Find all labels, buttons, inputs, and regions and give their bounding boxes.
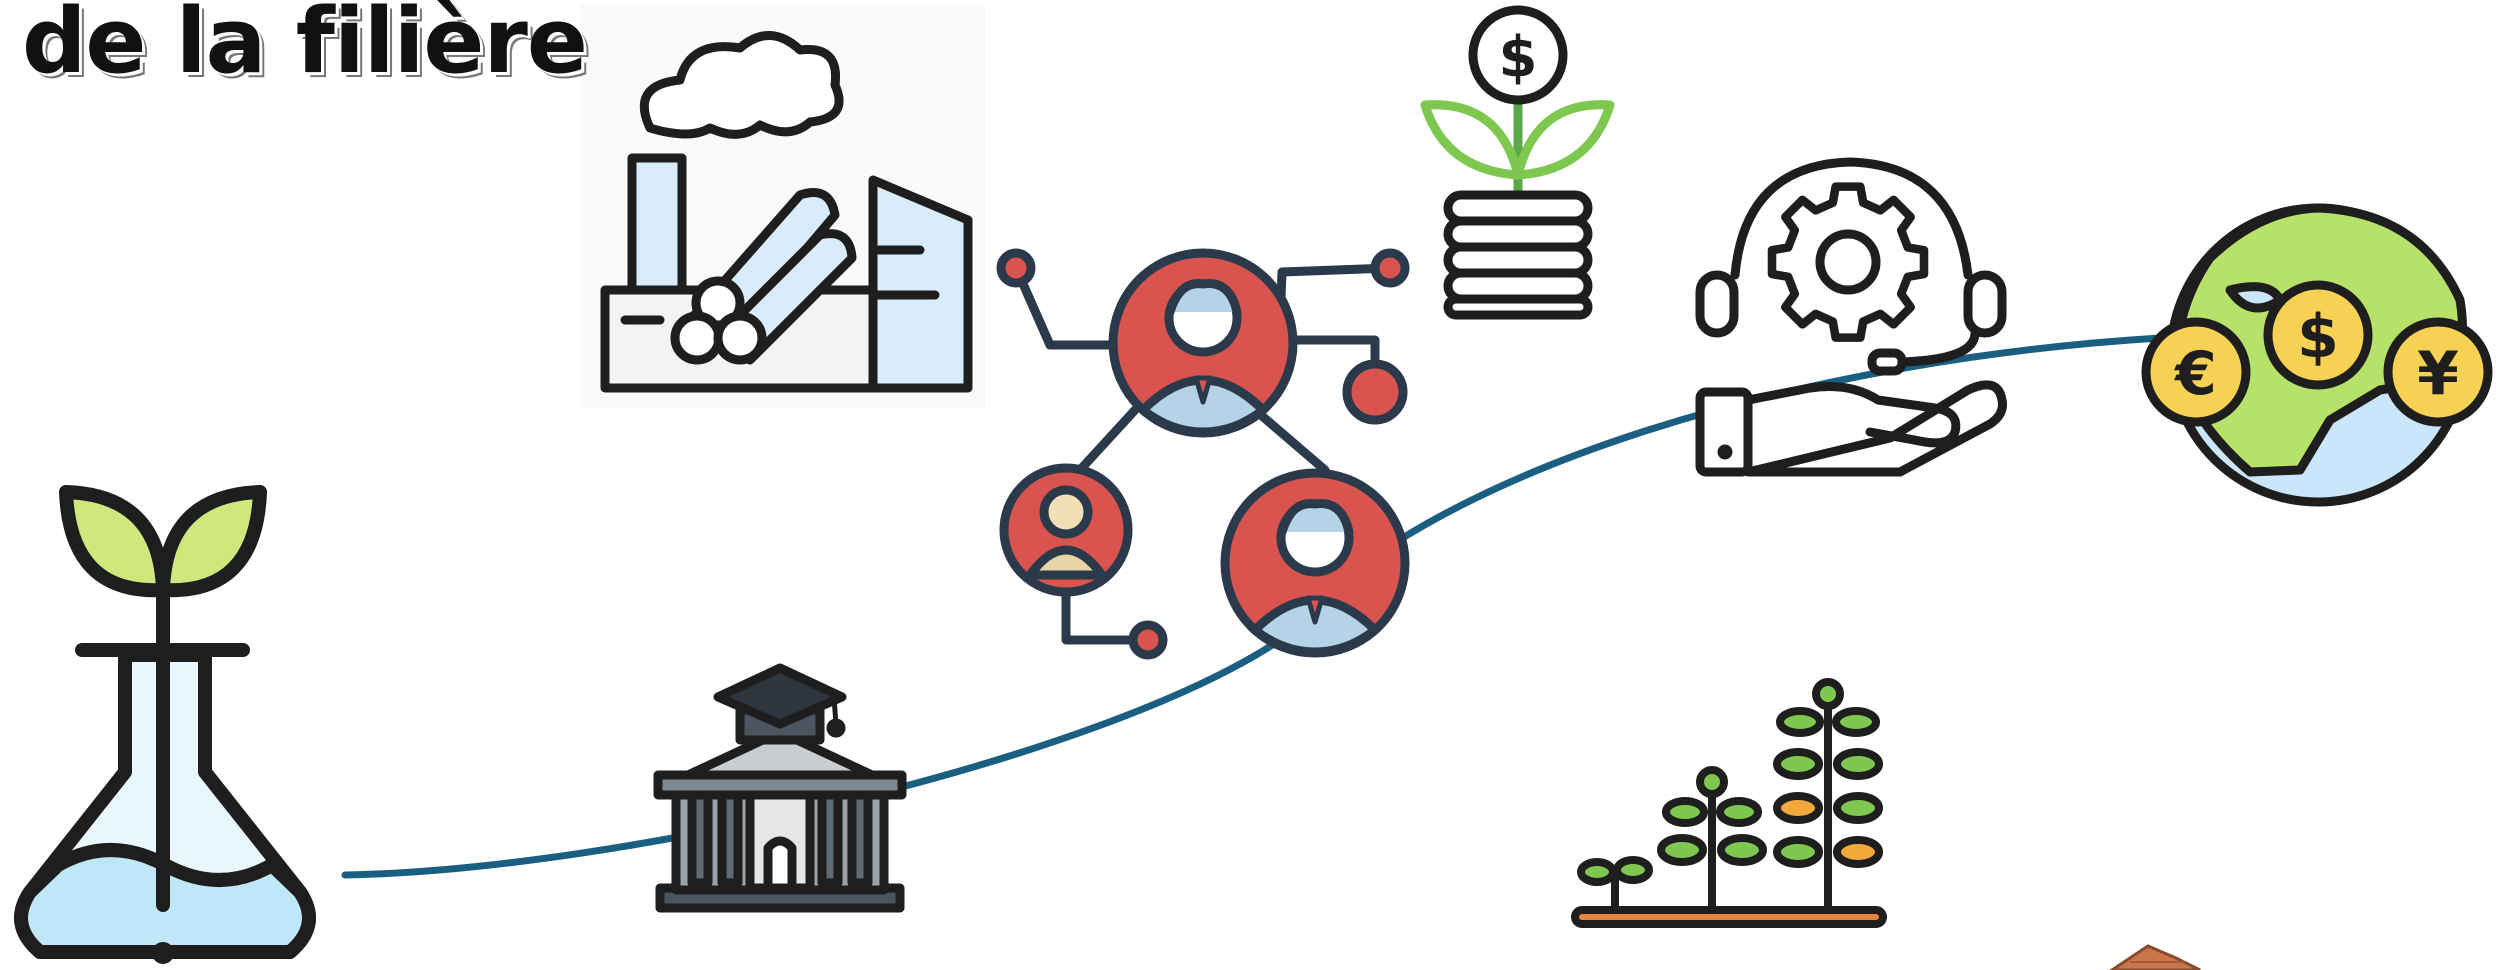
wood-plank-icon: [2109, 944, 2201, 970]
flask-seedling-icon: [14, 485, 316, 964]
support-hand-gear-icon: [1695, 157, 2007, 477]
globe-currencies-icon: € $ ¥: [2141, 203, 2493, 507]
page-title: de la filière: [22, 0, 588, 94]
growing-plants-icon: [1571, 678, 1887, 928]
university-building-icon: [653, 663, 907, 913]
money-plant-coins-icon: $: [1420, 5, 1615, 320]
euro-symbol: €: [2173, 339, 2217, 409]
yen-symbol: ¥: [2417, 339, 2459, 409]
factory-logs-icon: [580, 4, 985, 409]
dollar-symbol: $: [1499, 25, 1538, 90]
dollar-coin-symbol: $: [2297, 302, 2339, 372]
people-network-icon: [996, 248, 1410, 660]
